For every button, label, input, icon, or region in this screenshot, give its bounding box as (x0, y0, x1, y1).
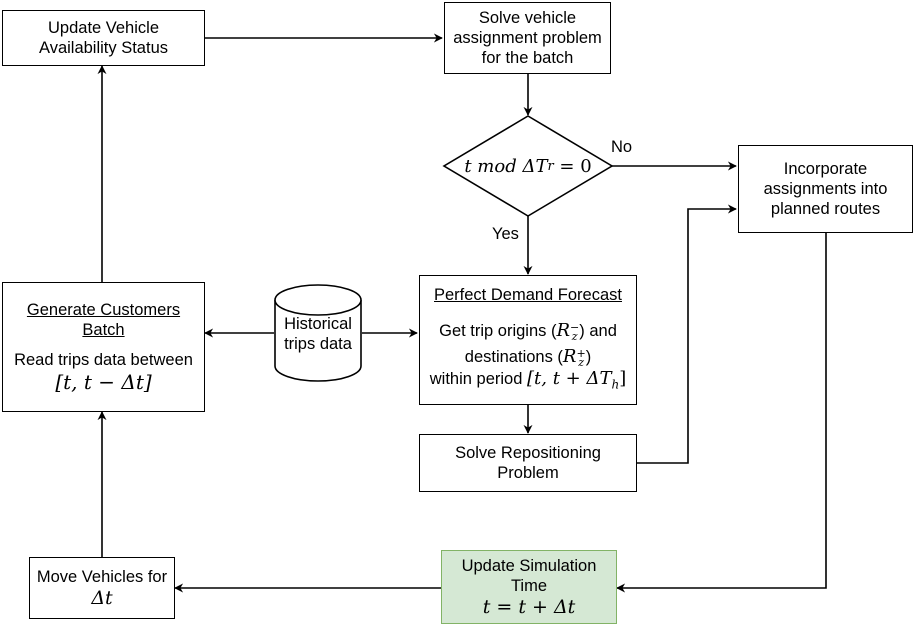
edge-label-no: No (611, 138, 633, 156)
forecast-line3-post: ] (619, 368, 627, 389)
forecast-title: Perfect Demand Forecast (434, 286, 622, 304)
generate-batch-line1: Read trips data between (14, 351, 193, 369)
move-vehicles-line1: Move Vehicles for (36, 568, 168, 586)
forecast-line2-sup: + (576, 346, 586, 360)
decision-rhs: = 0 (553, 155, 592, 177)
forecast-line3-math: [t, t + ΔT (527, 368, 612, 389)
forecast-line1-sub: z (571, 329, 578, 343)
forecast-line2: destinations (R+z) (464, 346, 592, 369)
update-time-line1: Update Simulation (461, 557, 597, 575)
repositioning-line2: Problem (497, 464, 559, 482)
incorporate-line2: assignments into (763, 180, 888, 198)
forecast-line3-pre: within period (429, 370, 527, 388)
historical-line2: trips data (284, 335, 352, 353)
decision-expr: t mod ΔT (464, 155, 548, 177)
solve-assignment-line2: assignment problem (453, 29, 602, 47)
forecast-line2-math: R (562, 346, 577, 367)
solve-assignment-line3: for the batch (481, 49, 574, 67)
solve-assignment-line1: Solve vehicle (478, 9, 577, 27)
forecast-line2-sub: z (578, 355, 584, 369)
forecast-line1-sup: − (570, 320, 580, 334)
incorporate-box: Incorporate assignments into planned rou… (738, 145, 913, 233)
forecast-line1: Get trip origins (R−z) and (439, 320, 617, 343)
generate-batch-title2: Batch (82, 321, 125, 339)
solve-assignment-box: Solve vehicle assignment problem for the… (444, 2, 611, 74)
update-availability-line2: Availability Status (38, 39, 168, 57)
historical-line1: Historical (284, 315, 352, 333)
update-time-math: t = t + Δt (482, 596, 576, 618)
forecast-line1-math: R (556, 320, 571, 341)
update-time-box: Update Simulation Time t = t + Δt (441, 550, 617, 624)
forecast-box: Perfect Demand Forecast Get trip origins… (419, 275, 637, 405)
arrow-repositioning-to-incorporate (637, 204, 737, 464)
incorporate-line1: Incorporate (783, 160, 868, 178)
repositioning-box: Solve Repositioning Problem (419, 434, 637, 492)
incorporate-line3: planned routes (770, 200, 881, 218)
forecast-line1-post: ) and (579, 322, 617, 340)
update-time-line2: Time (510, 577, 548, 595)
move-vehicles-math: Δt (91, 587, 113, 609)
repositioning-line1: Solve Repositioning (455, 444, 601, 462)
forecast-line1-pre: Get trip origins ( (439, 322, 557, 340)
generate-batch-title1: Generate Customers (26, 301, 181, 319)
update-availability-line1: Update Vehicle (48, 19, 159, 37)
forecast-line3: within period [t, t + ΔTh] (430, 369, 626, 394)
generate-batch-box: Generate Customers Batch Read trips data… (2, 282, 205, 412)
decision-sub: r (547, 158, 554, 174)
generate-batch-math: [t, t − Δt] (55, 370, 152, 394)
update-availability-box: Update Vehicle Availability Status (2, 10, 205, 66)
historical-label: Historical trips data (275, 314, 361, 354)
forecast-line2-post: ) (585, 348, 592, 366)
forecast-line3-sub: h (611, 377, 620, 392)
forecast-line2-pre: destinations ( (464, 348, 563, 366)
arrow-incorporate-to-update-time (616, 233, 827, 593)
move-vehicles-box: Move Vehicles for Δt (29, 557, 175, 619)
edge-label-yes: Yes (492, 225, 519, 243)
